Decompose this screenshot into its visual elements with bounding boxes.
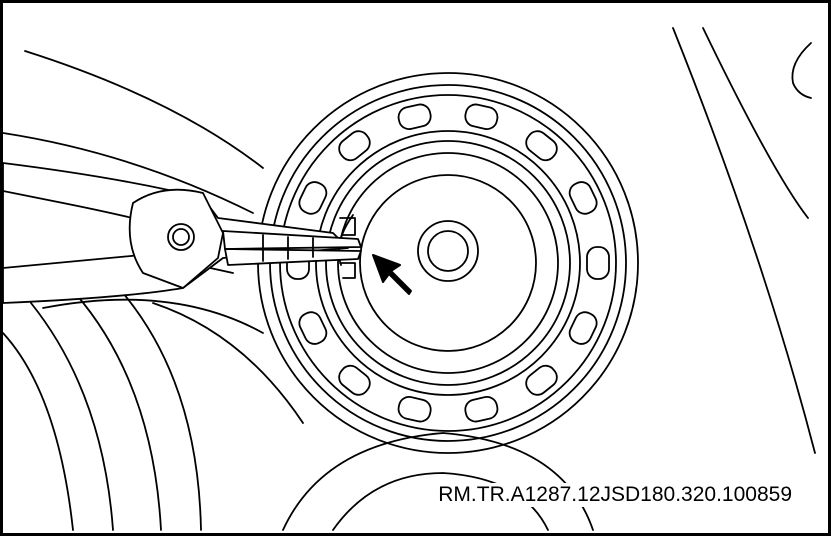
bearing-roller (397, 103, 432, 130)
bearing-outer-race-inner (279, 94, 617, 432)
arrow-icon (372, 254, 412, 295)
bearing-roller (397, 396, 432, 423)
circlip-pliers-icon (3, 162, 362, 304)
bearing-roller (525, 364, 558, 396)
bearing-outer-edge (257, 72, 639, 454)
shaft-end (359, 174, 537, 352)
bearing-roller (568, 181, 598, 215)
bearing-rollers (286, 103, 610, 423)
bearing-roller (338, 364, 371, 396)
inner-race-bore (337, 152, 559, 374)
bearing-outer-race (269, 84, 627, 442)
bearing-roller (298, 181, 328, 215)
bearing-roller (464, 103, 499, 130)
bearing-roller (338, 130, 371, 162)
bearing-roller (525, 130, 558, 162)
shaft-center-hole (427, 230, 469, 272)
bearing-roller (568, 311, 598, 345)
bearing-roller (586, 246, 610, 280)
bearing-roller (464, 396, 499, 423)
roller-bearing (257, 72, 639, 454)
lower-wheel (282, 432, 594, 531)
bearing-removal-illustration (3, 27, 816, 531)
pulley-arcs (3, 292, 304, 531)
shaft-boss (417, 220, 479, 282)
reference-code: RM.TR.A1287.12JSD180.320.100859 (436, 483, 794, 507)
bearing-cage (315, 130, 581, 396)
bearing-roller (298, 311, 328, 345)
inner-race (325, 140, 571, 386)
